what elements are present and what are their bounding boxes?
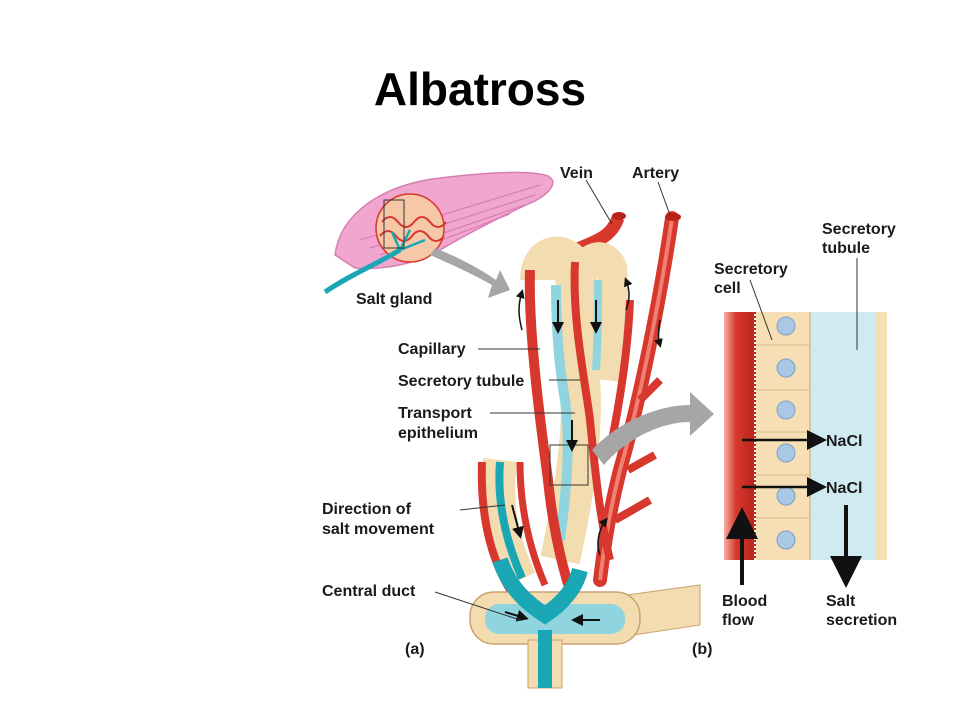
label-b-secretory-cell-1: Secretory [714, 261, 788, 278]
label-transport-epithelium-1: Transport [398, 405, 472, 422]
label-direction-2: salt movement [322, 521, 435, 538]
label-central-duct: Central duct [322, 583, 416, 600]
flow-arrows-a [511, 277, 663, 556]
salt-gland-illustration [323, 171, 554, 295]
label-secretory-tubule: Secretory tubule [398, 373, 524, 390]
label-panel-a: (a) [405, 641, 425, 658]
label-salt-gland: Salt gland [356, 291, 432, 308]
label-b-secretory-tubule-2: tubule [822, 240, 870, 257]
label-panel-b: (b) [692, 641, 712, 658]
label-b-secretory-cell-2: cell [714, 280, 741, 297]
label-vein: Vein [560, 165, 593, 182]
panel-b-cross-section [724, 312, 887, 560]
zoom-arrow-panel-b [592, 392, 714, 465]
slide-title: Albatross [373, 63, 587, 115]
label-blood-flow-2: flow [722, 612, 755, 629]
label-nacl-2: NaCl [826, 480, 862, 497]
tubule-structure [477, 211, 681, 593]
zoom-arrow-gland [430, 248, 510, 298]
label-blood-flow-1: Blood [722, 593, 767, 610]
label-direction-1: Direction of [322, 501, 412, 518]
label-nacl-1: NaCl [826, 433, 862, 450]
label-artery: Artery [632, 165, 679, 182]
label-b-secretory-tubule-1: Secretory [822, 221, 896, 238]
label-transport-epithelium-2: epithelium [398, 425, 478, 442]
label-salt-secretion-2: secretion [826, 612, 897, 629]
label-salt-secretion-1: Salt [826, 593, 856, 610]
label-capillary: Capillary [398, 341, 466, 358]
central-duct [469, 557, 701, 689]
leader-lines [434, 179, 858, 621]
